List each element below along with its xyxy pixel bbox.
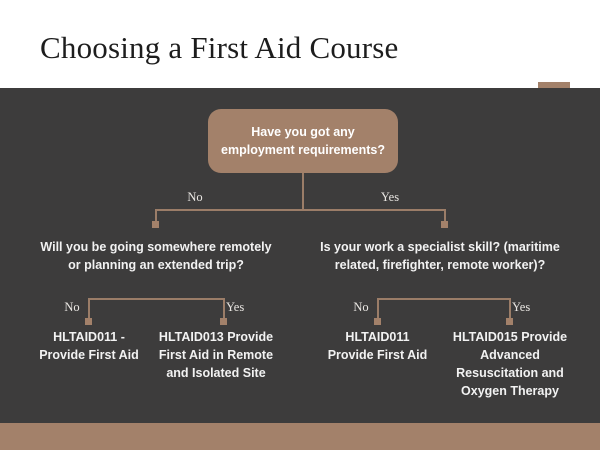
root-right-drop-connector [444, 209, 446, 222]
right-branch-right-connector-cap [506, 318, 513, 325]
left-branch-right-connector-cap [220, 318, 227, 325]
root-right-connector-cap [441, 221, 448, 228]
right-branch-left-connector-cap [374, 318, 381, 325]
left-branch-left-drop-connector [88, 298, 90, 319]
flowchart-panel: Have you got any employment requirements… [0, 88, 600, 423]
outcome-hltaid013: HLTAID013 Provide First Aid in Remote an… [158, 330, 274, 380]
root-left-connector-cap [152, 221, 159, 228]
root-question-box[interactable]: Have you got any employment requirements… [208, 109, 398, 173]
left-branch-left-connector-cap [85, 318, 92, 325]
outcome-hltaid011-left: HLTAID011 - Provide First Aid [39, 330, 139, 362]
right-branch-right-drop-connector [509, 298, 511, 319]
right-branch-edge-label-yes: Yes [512, 300, 531, 314]
root-question-text: Have you got any employment requirements… [221, 125, 385, 157]
root-edge-label-no: No [187, 190, 203, 204]
root-left-drop-connector [155, 209, 157, 222]
right-branch-question: Is your work a specialist skill? (mariti… [320, 240, 560, 272]
root-edge-label-yes: Yes [380, 190, 400, 204]
left-branch-question: Will you be going somewhere remotely or … [40, 240, 272, 272]
root-stem-connector [302, 173, 304, 209]
outcome-hltaid015: HLTAID015 Provide Advanced Resuscitation… [452, 330, 568, 398]
footer-accent-bar [0, 423, 600, 450]
left-branch-edge-label-yes: Yes [226, 300, 245, 314]
right-branch-edge-label-no: No [353, 300, 369, 314]
slide-header: Choosing a First Aid Course [0, 0, 600, 88]
left-branch-edge-label-no: No [64, 300, 80, 314]
right-branch-split-connector [377, 298, 510, 300]
left-branch-right-drop-connector [223, 298, 225, 319]
outcome-hltaid011-right: HLTAID011 Provide First Aid [327, 330, 428, 362]
page-title: Choosing a First Aid Course [40, 30, 399, 65]
root-split-connector [155, 209, 445, 211]
right-branch-left-drop-connector [377, 298, 379, 319]
left-branch-split-connector [88, 298, 224, 300]
